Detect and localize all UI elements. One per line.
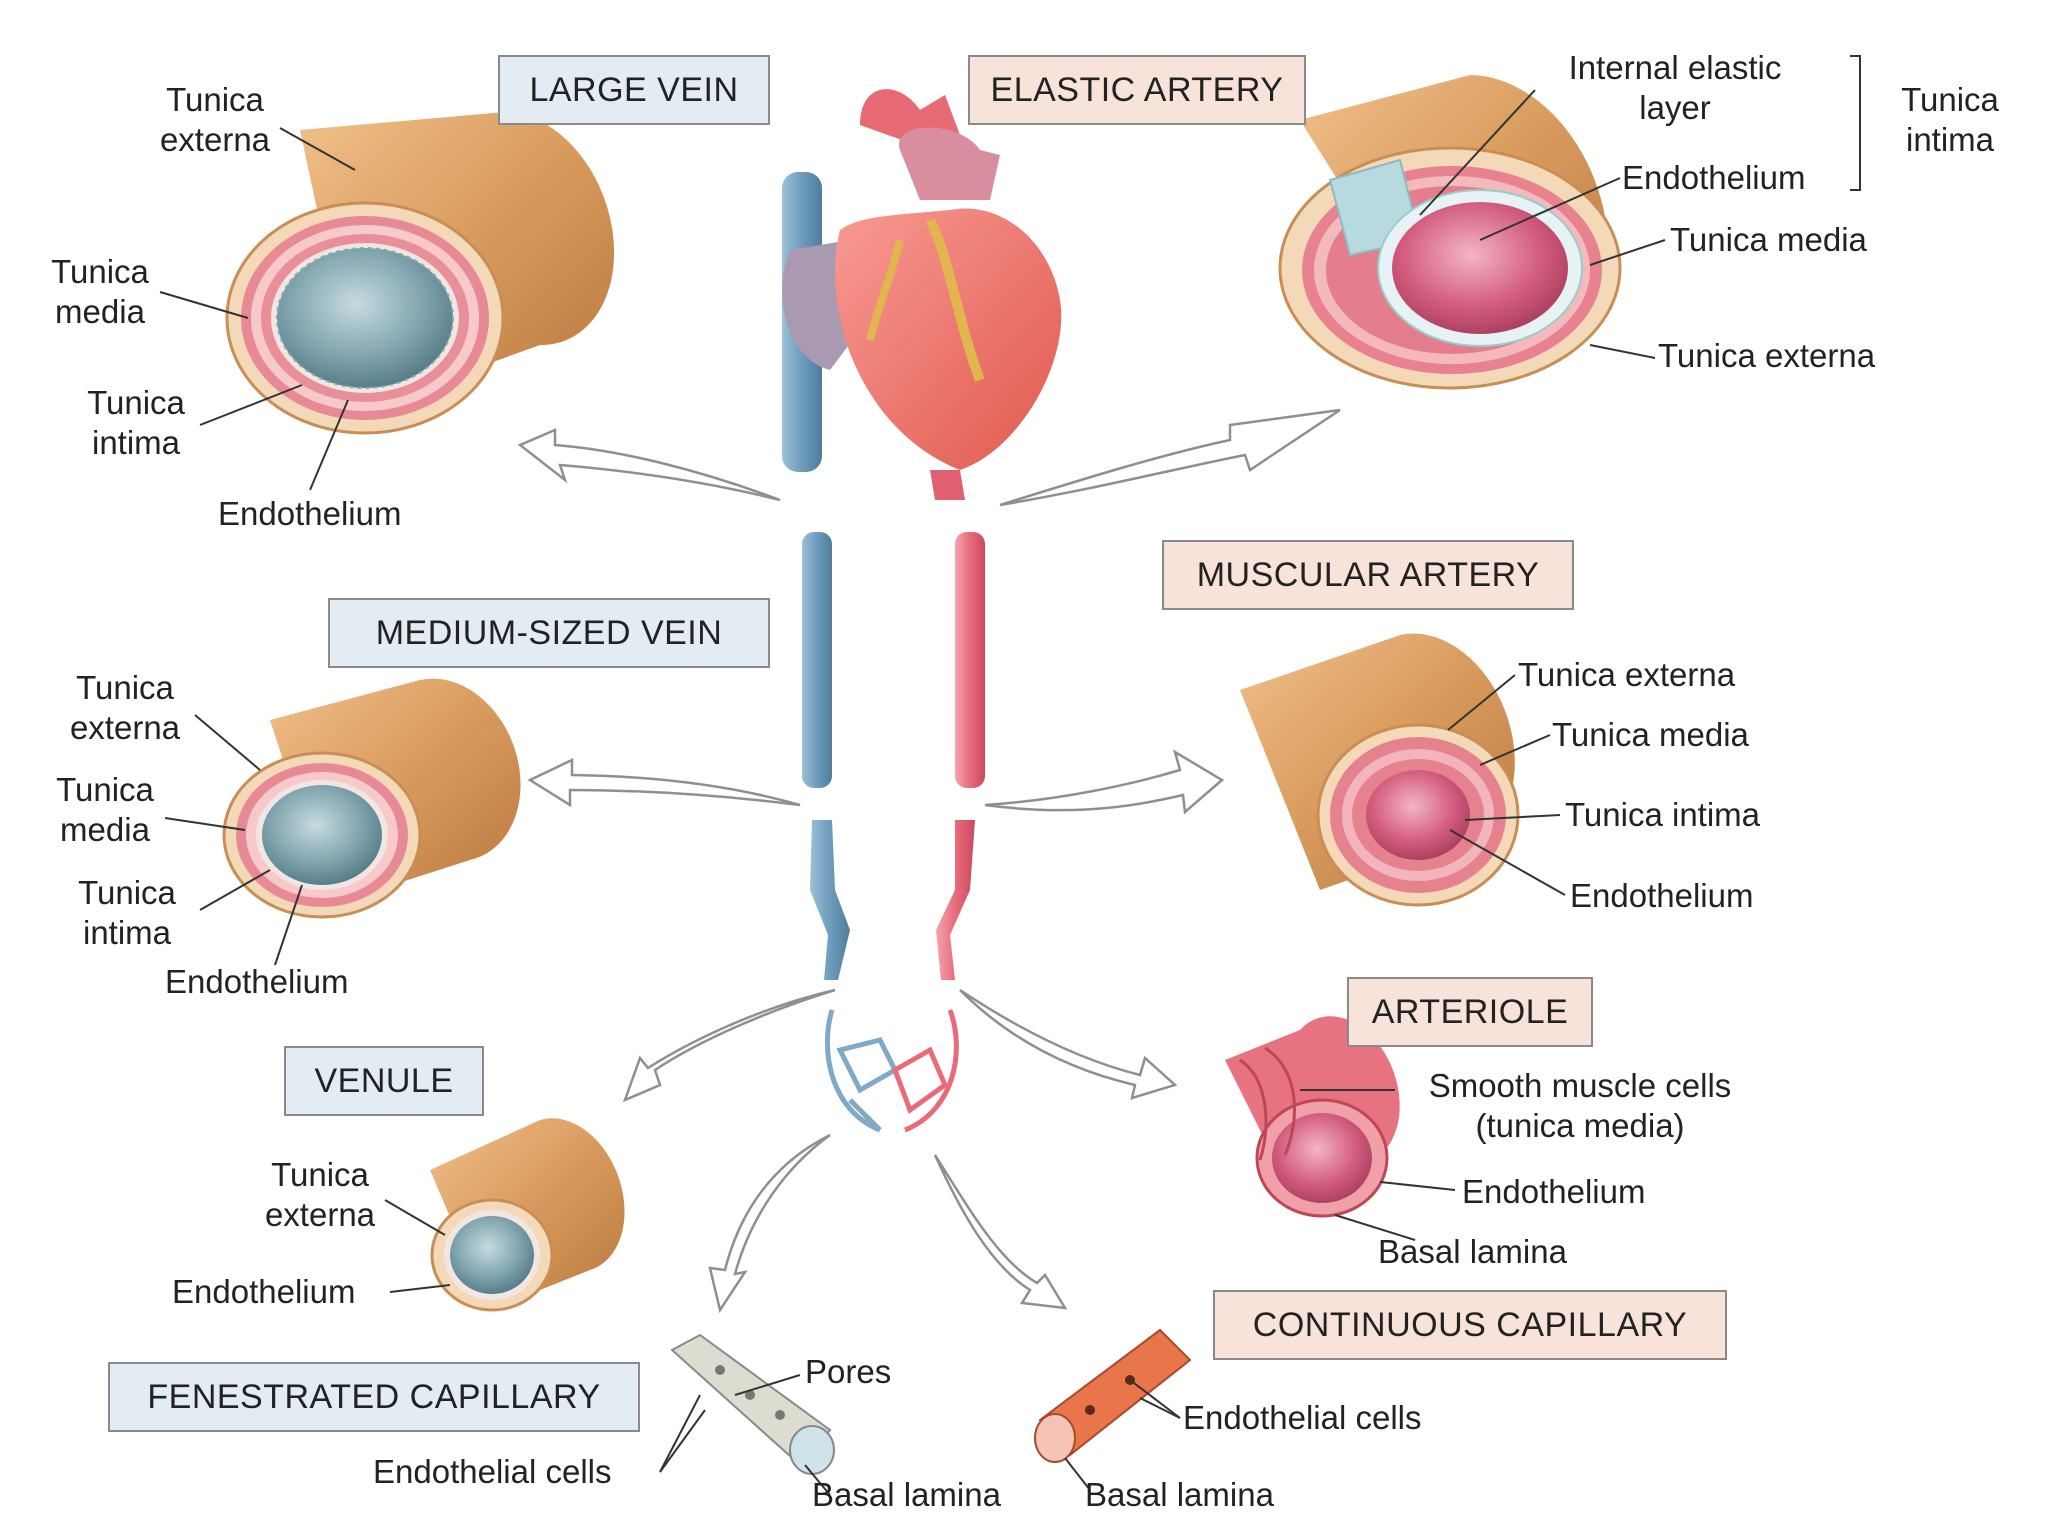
vessel-branches <box>802 532 985 980</box>
muscular-artery-tunica-externa-label: Tunica externa <box>1518 656 1736 693</box>
muscular-artery-tunica-intima-label: Tunica intima <box>1565 796 1761 833</box>
continuous-capillary-endothelial-cells-label: Endothelial cells <box>1183 1399 1422 1436</box>
arteriole-endothelium-label: Endothelium <box>1462 1173 1646 1210</box>
fenestrated-capillary-pores-label: Pores <box>805 1353 892 1390</box>
flow-arrows <box>517 408 1341 1314</box>
elastic-artery-tunica-externa-label: Tunica externa <box>1658 337 1876 374</box>
large-vein-endothelium-label: Endothelium <box>218 495 402 532</box>
muscular-artery-endothelium-label: Endothelium <box>1570 877 1754 914</box>
venule-title: VENULE <box>284 1046 484 1116</box>
medium-vein-endothelium-label: Endothelium <box>165 963 349 1000</box>
medium-vein-illustration <box>222 678 521 919</box>
leader-lines <box>159 55 1861 1496</box>
capillary-bed <box>824 1009 959 1133</box>
venule-endothelium-label: Endothelium <box>172 1273 356 1310</box>
elastic-artery-title: ELASTIC ARTERY <box>968 55 1306 125</box>
continuous-capillary-illustration <box>1034 1328 1192 1463</box>
continuous-capillary-title: CONTINUOUS CAPILLARY <box>1213 1290 1727 1360</box>
venule-illustration <box>430 1118 625 1312</box>
muscular-artery-tunica-media-label: Tunica media <box>1552 716 1749 753</box>
elastic-artery-endothelium-label: Endothelium <box>1622 159 1806 196</box>
arteriole-basal-lamina-label: Basal lamina <box>1378 1233 1567 1270</box>
fenestrated-capillary-illustration <box>670 1333 835 1475</box>
fenestrated-capillary-basal-lamina-label: Basal lamina <box>812 1476 1001 1513</box>
arteriole-smooth-muscle-label: Smooth muscle cells(tunica media) <box>1428 1067 1732 1144</box>
continuous-capillary-basal-lamina-label: Basal lamina <box>1085 1476 1274 1513</box>
fenestrated-capillary-title: FENESTRATED CAPILLARY <box>108 1362 640 1432</box>
fenestrated-capillary-endothelial-cells-label: Endothelial cells <box>373 1453 612 1490</box>
large-vein-illustration <box>225 112 615 435</box>
medium-vein-title: MEDIUM-SIZED VEIN <box>328 598 770 668</box>
heart-illustration <box>782 89 1062 500</box>
muscular-artery-illustration <box>1240 633 1520 907</box>
arteriole-illustration <box>1225 1016 1400 1218</box>
large-vein-title: LARGE VEIN <box>498 55 770 125</box>
muscular-artery-title: MUSCULAR ARTERY <box>1162 540 1574 610</box>
elastic-artery-illustration <box>1278 75 1622 390</box>
elastic-artery-tunica-media-label: Tunica media <box>1670 221 1867 258</box>
arteriole-title: ARTERIOLE <box>1347 977 1593 1047</box>
